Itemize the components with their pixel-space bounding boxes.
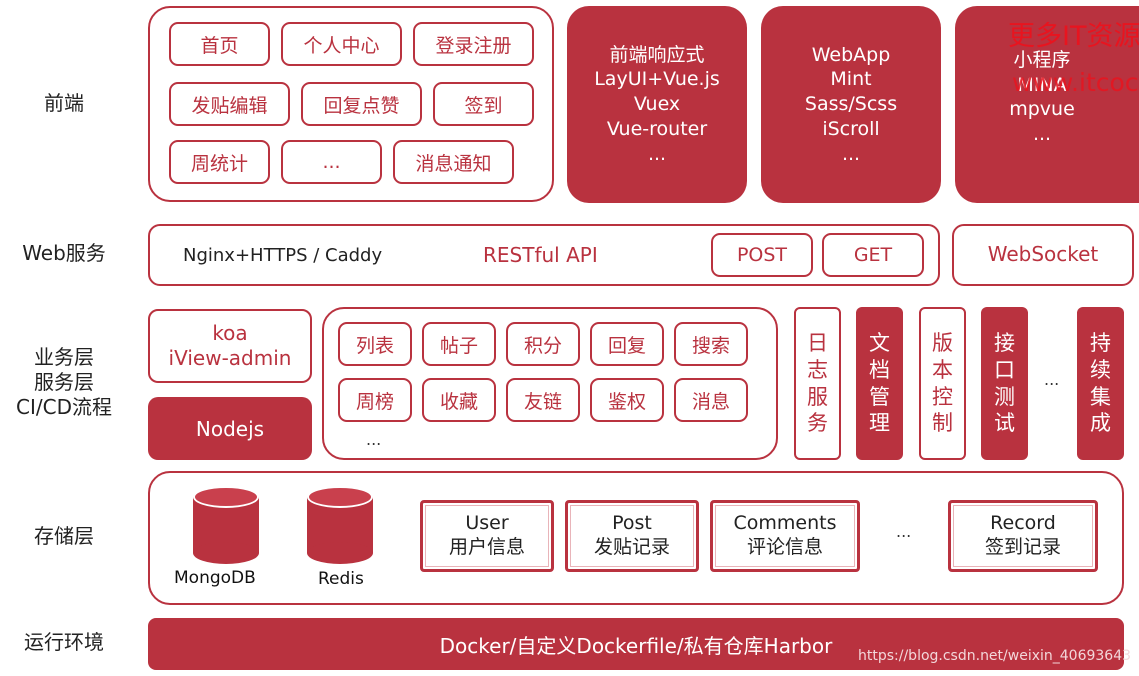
page-profile: 个人中心	[281, 22, 402, 66]
page-reply-like: 回复点赞	[301, 82, 422, 126]
page-login-register: 登录注册	[413, 22, 534, 66]
stack-responsive-item: Vuex	[633, 93, 681, 116]
store-comments: Comments 评论信息	[710, 500, 860, 572]
module-favorites: 收藏	[422, 378, 496, 422]
frontend-responsive-stack: 前端响应式 LayUI+Vue.js Vuex Vue-router ...	[567, 6, 747, 203]
storage-more: ...	[896, 522, 912, 541]
tool-docs-management: 文档管理	[856, 307, 903, 460]
store-record-en: Record	[990, 512, 1056, 535]
restful-api-label: RESTful API	[483, 243, 598, 267]
stack-webapp-item: Mint	[830, 68, 872, 91]
store-comments-en: Comments	[733, 512, 837, 535]
module-list: 列表	[338, 322, 412, 366]
watermark-url: https://blog.csdn.net/weixin_40693643	[858, 648, 1132, 664]
layer-label-web: Web服务	[22, 241, 106, 265]
store-record-cn: 签到记录	[984, 536, 1061, 558]
stack-miniprogram-item: mpvue	[1009, 98, 1075, 121]
koa-admin-box: koa iView-admin	[148, 309, 312, 383]
page-weekly-stats: 周统计	[169, 140, 270, 184]
tool-version-control: 版本控制	[919, 307, 966, 460]
watermark-overlay-text: 更多IT资源	[1008, 21, 1139, 52]
store-comments-cn: 评论信息	[746, 536, 823, 558]
layer-label-storage: 存储层	[34, 524, 94, 548]
http-post-box: POST	[711, 233, 813, 277]
stack-miniprogram-title: 小程序	[1013, 49, 1071, 71]
layer-label-business-line1: 业务层	[34, 345, 94, 369]
mongodb-database-icon	[193, 486, 259, 564]
layer-label-business: 业务层 服务层 CI/CD流程	[0, 345, 128, 420]
runtime-text: Docker/自定义Dockerfile/私有仓库Harbor	[439, 633, 833, 658]
store-post-en: Post	[612, 512, 652, 535]
module-reply: 回复	[590, 322, 664, 366]
nodejs-box: Nodejs	[148, 397, 312, 460]
frontend-webapp-stack: WebApp Mint Sass/Scss iScroll ...	[761, 6, 941, 203]
watermark-overlay-url: www.itcoc	[1012, 68, 1139, 97]
module-friend-links: 友链	[506, 378, 580, 422]
stack-miniprogram-more: ...	[1032, 123, 1052, 146]
websocket-label: WebSocket	[987, 242, 1099, 266]
http-get-box: GET	[822, 233, 924, 277]
stack-webapp-item: iScroll	[822, 117, 880, 140]
redis-label: Redis	[318, 569, 364, 589]
module-messages: 消息	[674, 378, 748, 422]
websocket-frame	[952, 224, 1134, 286]
page-notifications: 消息通知	[393, 140, 514, 184]
tool-api-testing: 接口测试	[981, 307, 1028, 460]
module-auth: 鉴权	[590, 378, 664, 422]
tools-more: ...	[1044, 370, 1060, 389]
page-home: 首页	[169, 22, 270, 66]
stack-responsive-title: 前端响应式	[609, 43, 705, 66]
mongodb-label: MongoDB	[174, 568, 256, 588]
tool-continuous-integration: 持续集成	[1077, 307, 1124, 460]
layer-label-business-line2: 服务层	[34, 370, 94, 394]
koa-label: koa	[212, 321, 248, 345]
iview-admin-label: iView-admin	[168, 346, 292, 370]
frontend-miniprogram-stack: 小程序 MINA mpvue ...	[955, 6, 1139, 203]
redis-database-icon	[307, 486, 373, 564]
store-post: Post 发贴记录	[565, 500, 699, 572]
stack-responsive-item: Vue-router	[606, 117, 708, 140]
runtime-environment-bar: Docker/自定义Dockerfile/私有仓库Harbor	[148, 618, 1124, 670]
page-more: ...	[281, 140, 382, 184]
layer-label-frontend: 前端	[44, 91, 84, 115]
stack-webapp-more: ...	[841, 142, 861, 165]
modules-more: ...	[366, 430, 382, 449]
store-user-cn: 用户信息	[448, 536, 525, 558]
store-user-en: User	[465, 512, 509, 535]
store-user: User 用户信息	[420, 500, 554, 572]
layer-label-business-line3: CI/CD流程	[16, 395, 112, 419]
store-record: Record 签到记录	[948, 500, 1098, 572]
page-post-edit: 发贴编辑	[169, 82, 290, 126]
store-post-cn: 发贴记录	[593, 536, 670, 558]
module-weekly-rank: 周榜	[338, 378, 412, 422]
stack-webapp-item: Sass/Scss	[804, 93, 898, 116]
layer-label-runtime: 运行环境	[24, 630, 104, 654]
web-server-label: Nginx+HTTPS / Caddy	[183, 245, 383, 266]
stack-responsive-item: LayUI+Vue.js	[594, 68, 720, 91]
stack-miniprogram-item: MINA	[1017, 73, 1067, 96]
module-post: 帖子	[422, 322, 496, 366]
module-points: 积分	[506, 322, 580, 366]
tool-logging-service: 日志服务	[794, 307, 841, 460]
page-checkin: 签到	[433, 82, 534, 126]
module-search: 搜索	[674, 322, 748, 366]
stack-responsive-more: ...	[647, 142, 667, 165]
stack-webapp-title: WebApp	[811, 43, 891, 66]
